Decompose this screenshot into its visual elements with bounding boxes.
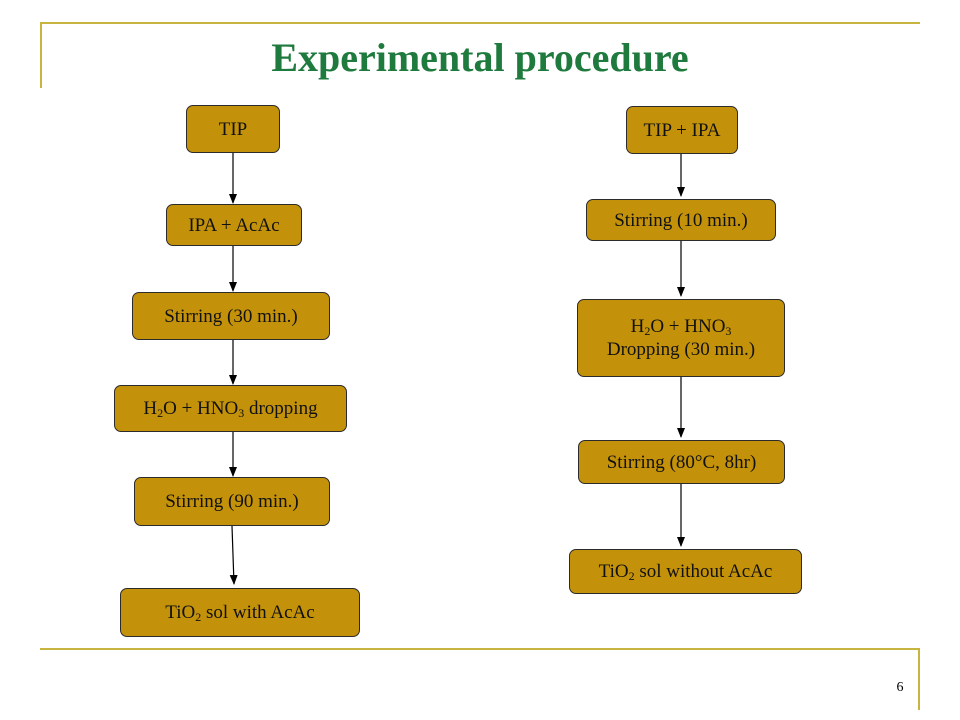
right-decor-line <box>918 648 920 710</box>
formula-label: H2O + HNO3 <box>630 316 732 338</box>
step-stirring-90: Stirring (90 min.) <box>134 477 330 526</box>
formula-label: TiO2 sol without AcAc <box>598 561 773 583</box>
arrow-left-5 <box>229 525 238 585</box>
left-decor-line <box>40 22 42 88</box>
top-decor-line <box>40 22 920 24</box>
step-tio2-sol-without-acac: TiO2 sol without AcAc <box>569 549 802 594</box>
step-h2o-hno3-dropping: H2O + HNO3 dropping <box>114 385 347 432</box>
slide-title: Experimental procedure <box>271 35 689 80</box>
step-detail: Dropping (30 min.) <box>606 339 756 360</box>
page-number: 6 <box>896 680 904 695</box>
step-tio2-sol-with-acac: TiO2 sol with AcAc <box>120 588 360 637</box>
step-ipa-acac: IPA + AcAc <box>166 204 302 246</box>
step-tip: TIP <box>186 105 280 153</box>
formula-label: TiO2 sol with AcAc <box>165 602 315 624</box>
step-stirring-30: Stirring (30 min.) <box>132 292 330 340</box>
formula-label: H2O + HNO3 dropping <box>143 398 318 420</box>
step-h2o-hno3-dropping-30: H2O + HNO3 Dropping (30 min.) <box>577 299 785 377</box>
step-tip-ipa: TIP + IPA <box>626 106 738 154</box>
bottom-decor-line <box>40 648 920 650</box>
step-stirring-80c: Stirring (80°C, 8hr) <box>578 440 785 484</box>
step-stirring-10: Stirring (10 min.) <box>586 199 776 241</box>
